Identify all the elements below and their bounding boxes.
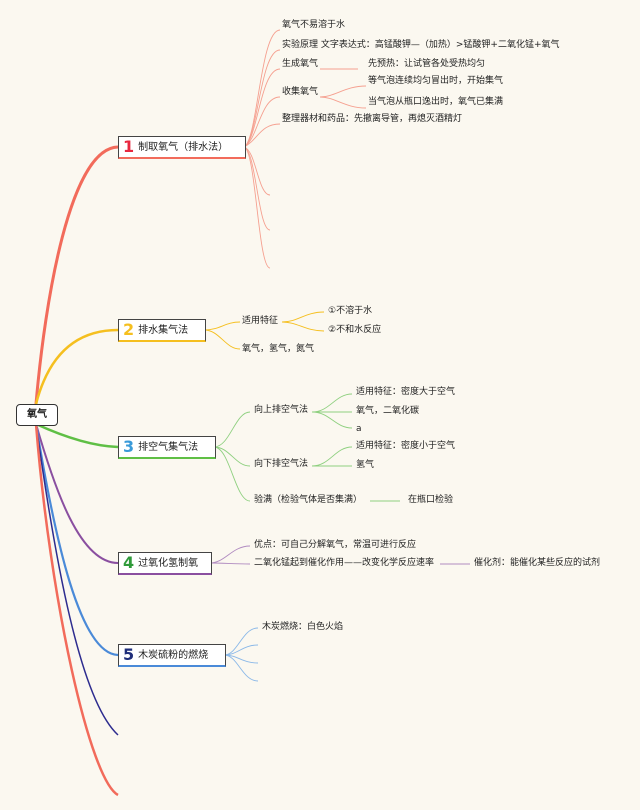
subnode: 木炭燃烧：白色火焰 [262,622,344,632]
subnode: 先预热：让试管各处受热均匀 [368,59,486,69]
subnode: 催化剂：能催化某些反应的试剂 [474,558,601,568]
branch-label-4: 过氧化氢制氧 [138,558,199,569]
subnode: 实验原理 文字表达式：高锰酸钾—（加热）>锰酸钾+二氧化锰+氧气 [282,40,560,50]
subnode: 适用特征 [242,316,279,326]
subnode: 优点：可自己分解氧气，常温可进行反应 [254,540,417,550]
branch-number-2: 2 [123,320,135,339]
branch-number-5: 5 [123,645,135,664]
subnode: 氧气，二氧化碳 [356,406,420,416]
subnode: 适用特征：密度小于空气 [356,441,456,451]
subnode: ②不和水反应 [328,325,382,335]
branch-label-2: 排水集气法 [138,325,189,336]
subnode: 等气泡连续均匀冒出时，开始集气 [368,76,504,86]
subnode: 向上排空气法 [254,405,309,415]
branch-label-1: 制取氧气（排水法） [138,142,229,153]
subnode: 氢气 [356,460,375,470]
root-node[interactable]: 氧气 [16,404,58,426]
subnode: 生成氧气 [282,59,319,69]
subnode: 收集氧气 [282,87,319,97]
subnode: 在瓶口检验 [408,495,454,505]
subnode: ①不溶于水 [328,306,373,316]
subnode: 验满（检验气体是否集满） [254,495,363,505]
subnode: 二氧化锰起到催化作用——改变化学反应速率 [254,558,435,568]
branch-number-1: 1 [123,137,135,156]
subnode: 氧气不易溶于水 [282,20,346,30]
branch-label-5: 木炭硫粉的燃烧 [138,650,209,661]
branch-label-3: 排空气集气法 [138,442,199,453]
subnode: a [356,424,362,434]
branch-number-3: 3 [123,437,135,456]
subnode: 向下排空气法 [254,459,309,469]
subnode: 整理器材和药品：先撤离导管，再熄灭酒精灯 [282,114,463,124]
subnode: 氧气，氢气，氮气 [242,344,315,354]
branch-number-4: 4 [123,553,135,572]
subnode: 当气泡从瓶口逸出时，氧气已集满 [368,97,504,107]
subnode: 适用特征：密度大于空气 [356,387,456,397]
